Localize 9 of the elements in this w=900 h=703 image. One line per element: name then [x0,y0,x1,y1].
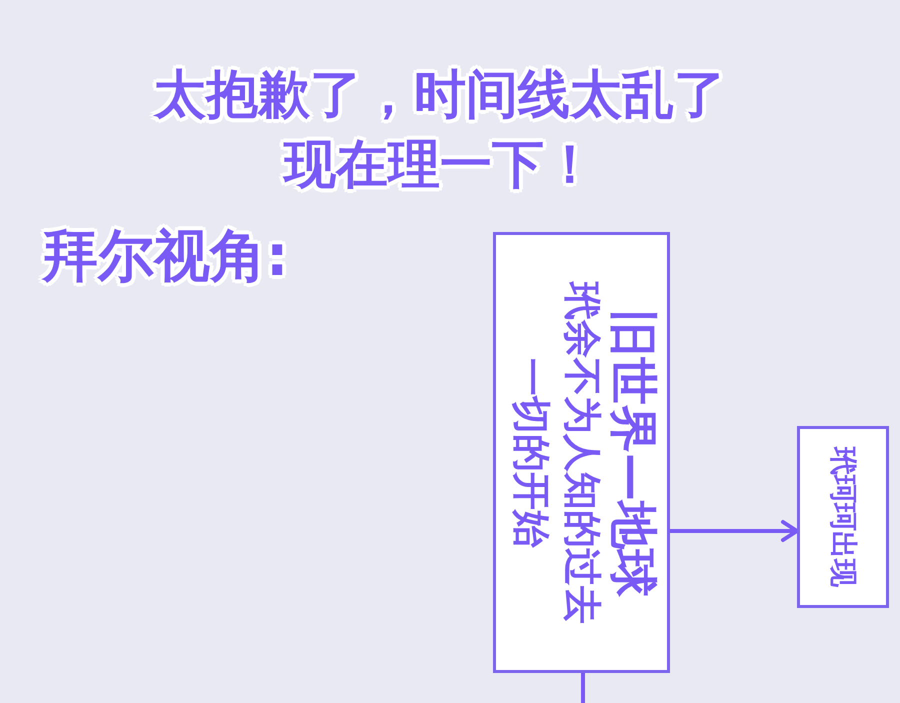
body-text: 玳余不为人知的过去一切的开始 [508,280,606,626]
title-text: 太抱歉了，时间线太乱了现在理一下！ [152,64,727,197]
text-box [797,426,889,608]
text-box [493,232,670,673]
body-text: 玳珂珂出现 [826,447,860,587]
arrow [670,520,799,542]
heading-label: 拜尔视角: [42,223,288,291]
heading-text: 旧世界—地球 [608,308,658,596]
connector-line [581,673,585,703]
